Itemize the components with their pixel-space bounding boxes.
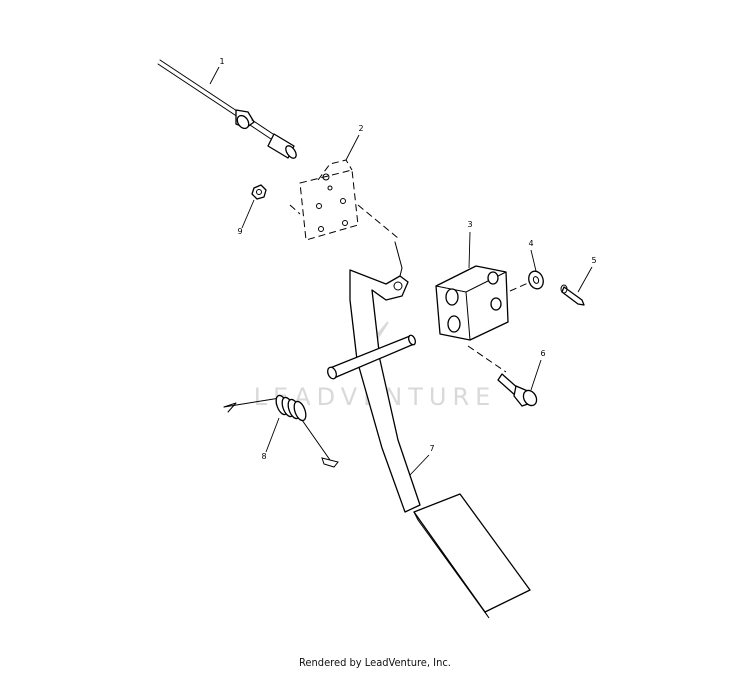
part-4-washer[interactable] [509,269,546,292]
part-3-bracket[interactable] [435,265,509,341]
part-9-nut[interactable] [251,184,267,200]
callout-2: 2 [345,124,364,161]
callout-label: 9 [237,227,242,236]
part-5-cotter-pin[interactable] [560,284,585,306]
callout-4: 4 [528,239,537,272]
callout-label: 6 [540,349,545,358]
callout-8: 8 [261,417,280,461]
callout-7: 7 [409,444,435,476]
callout-label: 4 [528,239,533,248]
callout-label: 3 [467,220,472,229]
part-8-spring[interactable] [223,394,339,468]
callout-label: 2 [358,124,363,133]
callout-label: 8 [261,452,266,461]
callout-label: 1 [219,57,224,66]
callout-6: 6 [530,349,546,391]
callout-1: 1 [209,57,225,85]
callout-label: 5 [591,256,596,265]
callout-5: 5 [577,256,597,293]
part-6-bolt[interactable] [467,345,539,408]
part-1-cable[interactable] [157,59,298,160]
callout-9: 9 [237,199,255,236]
part-7-pedal-arm[interactable] [326,241,531,619]
part-2-plate[interactable] [289,159,399,241]
callout-3: 3 [467,220,473,269]
callout-label: 7 [429,444,434,453]
footer-credit: Rendered by LeadVenture, Inc. [299,656,451,669]
